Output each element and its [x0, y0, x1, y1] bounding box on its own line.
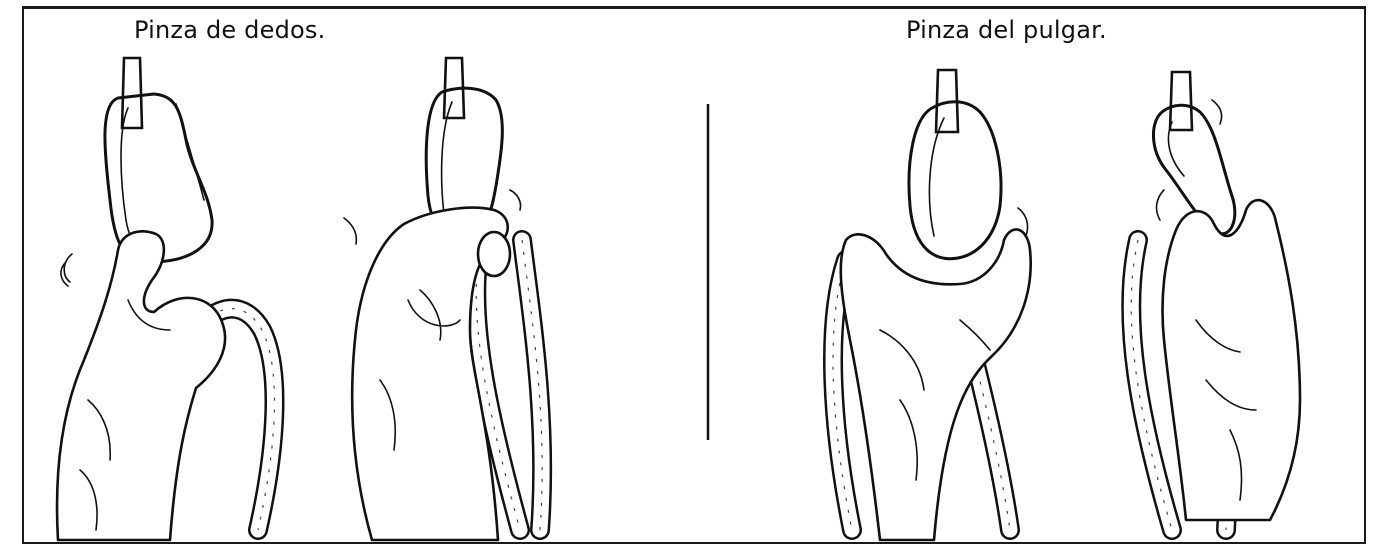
illustration-finger-pinch-step-1 [57, 58, 274, 540]
illustration-finger-pinch-step-2 [344, 58, 542, 540]
quickdraw-sling-4 [1170, 72, 1192, 130]
hand-1 [57, 231, 225, 540]
thumb-tip-2 [478, 232, 510, 276]
illustration-thumb-pinch-step-2 [1131, 72, 1300, 530]
illustration-thumb-pinch-step-1 [833, 70, 1031, 540]
hand-4 [1163, 200, 1301, 520]
